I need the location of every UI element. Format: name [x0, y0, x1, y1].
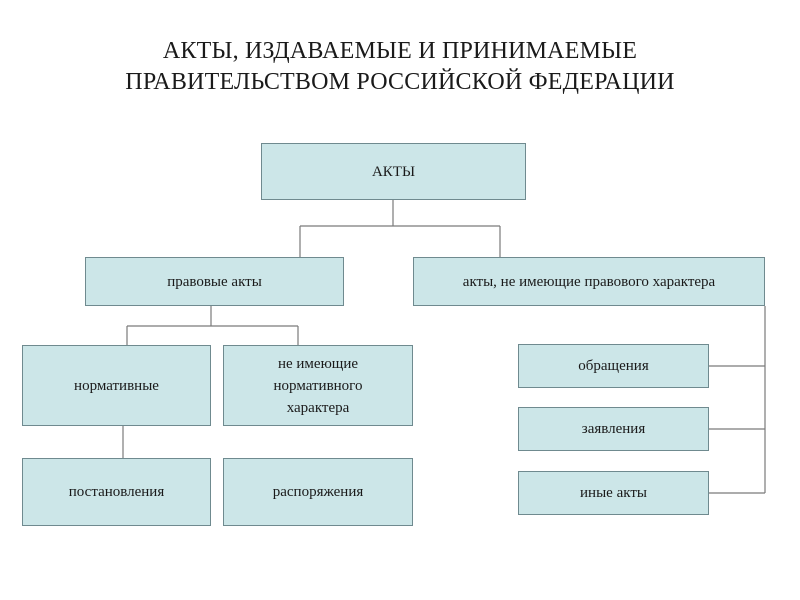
- node-nonlegal-acts-label: акты, не имеющие правового характера: [462, 273, 716, 290]
- node-orders: распоряжения: [223, 458, 413, 526]
- node-legal-acts: правовые акты: [85, 257, 344, 306]
- connector-legal-children: [126, 306, 299, 345]
- node-appeals-label: обращения: [578, 358, 649, 374]
- node-other-acts-label: иные акты: [580, 485, 647, 501]
- node-appeals: обращения: [518, 344, 709, 388]
- node-acts-root-label: АКТЫ: [371, 163, 416, 180]
- connector-root-children: [299, 200, 501, 257]
- title-line-1: АКТЫ, ИЗДАВАЕМЫЕ И ПРИНИМАЕМЫЕ: [162, 38, 638, 64]
- node-statements: заявления: [518, 407, 709, 451]
- page-title: АКТЫ, ИЗДАВАЕМЫЕ И ПРИНИМАЕМЫЕ ПРАВИТЕЛЬ…: [0, 36, 800, 98]
- node-other-acts: иные акты: [518, 471, 709, 515]
- node-normative-label: нормативные: [74, 377, 159, 394]
- node-non-normative: не имеющие нормативного характера: [223, 345, 413, 426]
- node-orders-label: распоряжения: [272, 484, 364, 500]
- node-statements-label: заявления: [581, 421, 646, 437]
- node-resolutions-label: постановления: [68, 484, 165, 500]
- node-resolutions: постановления: [22, 458, 211, 526]
- title-line-2: ПРАВИТЕЛЬСТВОМ РОССИЙСКОЙ ФЕДЕРАЦИИ: [125, 69, 675, 95]
- node-legal-acts-label: правовые акты: [167, 273, 262, 290]
- connector-nonlegal-children: [709, 306, 766, 494]
- node-nonlegal-acts: акты, не имеющие правового характера: [413, 257, 765, 306]
- node-normative: нормативные: [22, 345, 211, 426]
- node-non-normative-label: не имеющие нормативного характера: [273, 355, 363, 416]
- node-acts-root: АКТЫ: [261, 143, 526, 200]
